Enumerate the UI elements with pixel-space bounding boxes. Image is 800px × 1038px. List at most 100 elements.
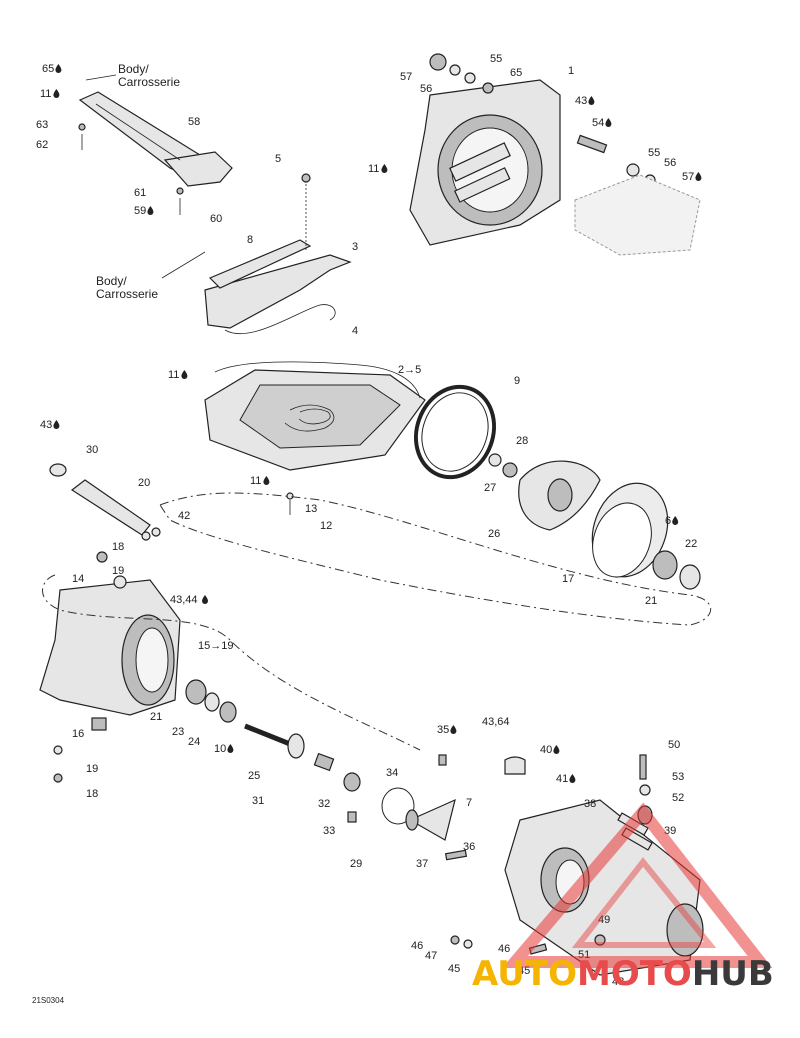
callout-67: 50 [668, 739, 680, 751]
callout-5: 58 [188, 116, 200, 128]
callout-35: 17 [562, 573, 574, 585]
callout-20: 55 [648, 147, 660, 159]
lubricant-drop-icon [263, 476, 270, 485]
callout-17: 1 [568, 65, 574, 77]
body-note-mid: Body/ Carrosserie [96, 274, 158, 301]
callout-50: 16 [72, 728, 84, 740]
drawing-code: 21S0304 [32, 996, 65, 1005]
lubricant-drop-icon [553, 745, 560, 754]
drive-shaft-tube [49, 463, 161, 541]
callout-21: 56 [664, 157, 676, 169]
support-bar-part [78, 91, 233, 215]
callout-33: 6 [665, 515, 671, 527]
callout-16: 65 [510, 67, 522, 79]
callout-64: 40 [540, 744, 552, 756]
callout-51: 19 [86, 763, 98, 775]
callout-32: 26 [488, 528, 500, 540]
callout-30: 13 [305, 503, 317, 515]
callout-71: 49 [598, 914, 610, 926]
callout-69: 52 [672, 792, 684, 804]
callout-19: 54 [592, 117, 604, 129]
callout-15: 55 [490, 53, 502, 65]
body-note-top: Body/ Carrosserie [118, 62, 180, 89]
callout-75: 46 [498, 943, 510, 955]
stern-bracket [574, 134, 701, 256]
callout-68: 53 [672, 771, 684, 783]
callout-9: 5 [275, 153, 281, 165]
callout-22: 57 [682, 171, 694, 183]
callout-40: 42 [178, 510, 190, 522]
callout-56: 33 [323, 825, 335, 837]
callout-49: 10 [214, 743, 226, 755]
callout-57: 34 [386, 767, 398, 779]
callout-13: 57 [400, 71, 412, 83]
callout-65: 41 [556, 773, 568, 785]
lubricant-drop-icon [147, 206, 154, 216]
callout-60: 7 [466, 797, 472, 809]
callout-59: 43,64 [482, 716, 510, 728]
lubricant-drop-icon [227, 744, 234, 753]
callout-34: 22 [685, 538, 697, 550]
callout-38: 30 [86, 444, 98, 456]
lubricant-drop-icon [569, 774, 576, 783]
callout-29: 11 [250, 475, 261, 487]
callout-10: 8 [247, 234, 253, 246]
callout-48: 24 [188, 736, 200, 748]
callout-12: 4 [352, 325, 358, 337]
callout-63: 37 [416, 858, 428, 870]
callout-39: 20 [138, 477, 150, 489]
lubricant-drop-icon [381, 164, 388, 173]
callout-47: 23 [172, 726, 184, 738]
venturi-cone [381, 754, 468, 861]
lubricant-drop-icon [605, 118, 612, 128]
lubricant-drop-icon [181, 370, 188, 379]
callout-43: 14 [72, 573, 84, 585]
intake-ride-shoe [204, 361, 426, 515]
callout-46: 21 [150, 711, 162, 723]
callout-73: 47 [425, 950, 437, 962]
callout-18: 43 [575, 95, 587, 107]
callout-27: 28 [516, 435, 528, 447]
callout-74: 45 [448, 963, 460, 975]
lubricant-drop-icon [202, 595, 208, 604]
impeller-group [413, 384, 701, 590]
callout-55: 32 [318, 798, 330, 810]
lubricant-drop-icon [55, 64, 62, 73]
assembly-outline-right [159, 492, 712, 626]
callout-78: 48 [612, 976, 624, 988]
callout-37: 43 [40, 419, 52, 431]
callout-54: 31 [252, 795, 264, 807]
watermark-text: AUTOMOTOHUB [472, 954, 774, 994]
lubricant-drop-icon [588, 96, 595, 105]
lubricant-drop-icon [450, 725, 457, 734]
pump-support-housing [409, 53, 561, 246]
callout-24: 11 [168, 369, 179, 381]
lubricant-drop-icon [53, 89, 60, 98]
callout-62: 36 [463, 841, 475, 853]
callout-72: 46 [411, 940, 423, 952]
callout-1: 65 [42, 63, 54, 75]
callout-66: 38 [584, 798, 596, 810]
callout-52: 18 [86, 788, 98, 800]
callout-41: 18 [112, 541, 124, 553]
callout-26: 9 [514, 375, 520, 387]
impeller-shaft-parts [185, 679, 361, 823]
automotohub-watermark: AUTOMOTOHUB [472, 802, 774, 994]
callout-28: 27 [484, 482, 496, 494]
callout-53: 25 [248, 770, 260, 782]
callout-45: 15→19 [198, 640, 233, 652]
callout-42: 19 [112, 565, 124, 577]
callout-4: 62 [36, 139, 48, 151]
callout-23: 11 [368, 163, 379, 175]
callout-11: 3 [352, 241, 358, 253]
callout-58: 35 [437, 724, 449, 736]
callout-7: 59 [134, 205, 146, 217]
callout-31: 12 [320, 520, 332, 532]
callout-61: 29 [350, 858, 362, 870]
assembly-outline-left [42, 574, 421, 751]
lubricant-drop-icon [695, 172, 702, 181]
watermark-triangle [501, 802, 773, 968]
callout-14: 56 [420, 83, 432, 95]
